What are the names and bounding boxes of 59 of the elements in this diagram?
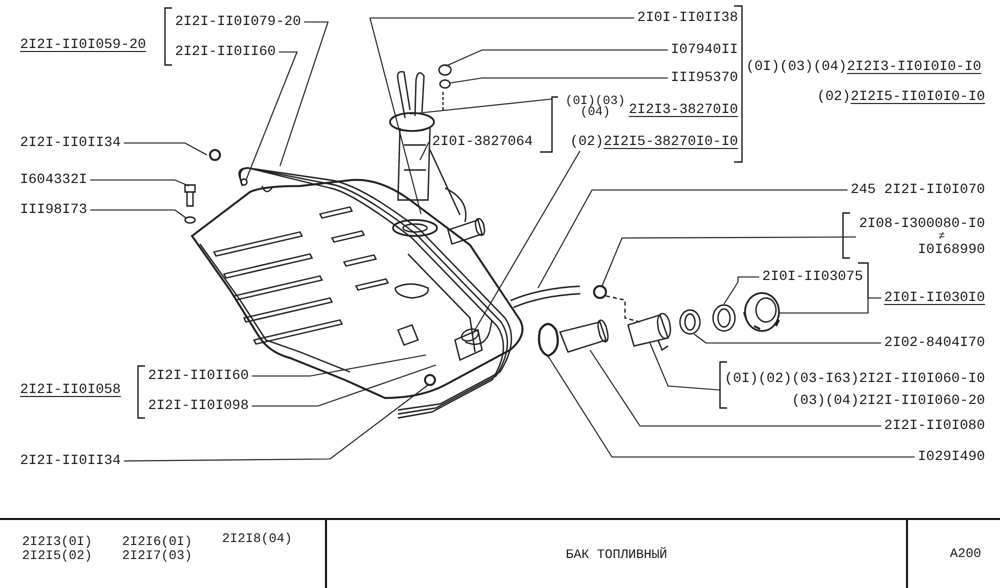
part-number: I07940II: [670, 42, 738, 58]
assembly-number: 2I2I-II0I059-20: [20, 37, 146, 53]
leader-line: [602, 236, 856, 286]
part-number: 2I2I-II0I079-20: [175, 14, 302, 30]
part-number: 2I2I-II0I080: [884, 418, 985, 434]
part-number: 2I0I-II030I0: [884, 290, 985, 306]
part-number: 2I0I-3827064: [432, 134, 533, 150]
part-number: 2I0I-II0II38: [637, 10, 738, 26]
leader-line: [548, 356, 915, 458]
drawing-title: БАК ТОПЛИВНЫЙ: [564, 548, 668, 562]
model-code: 2I2I5(02): [22, 549, 92, 563]
part-number: 2I0I-II03075: [762, 269, 863, 285]
part-number: III98I73: [20, 202, 88, 218]
part-number: 245 2I2I-II0I070: [850, 182, 985, 198]
model-code: 2I2I8(04): [222, 532, 292, 546]
leader-line: [779, 297, 882, 314]
model-code: 2I2I3(0I): [22, 535, 92, 549]
leader-line: [694, 334, 882, 344]
model-code: 2I2I6(0I): [122, 535, 192, 549]
leader-line: [252, 354, 426, 377]
part-number: (02)2I2I5-38270I0-I0: [570, 134, 738, 150]
leader-line: [369, 17, 634, 214]
leader-line: [279, 21, 329, 166]
not-equal-mark: ≠: [938, 232, 946, 242]
assembly-number: (02)2I2I5-II0I0I0-I0: [816, 89, 985, 105]
leader-line: [245, 51, 298, 180]
leader-line: [124, 384, 428, 462]
part-number: 2I2I-II0II60: [175, 44, 276, 60]
leader-line: [410, 98, 552, 115]
part-number: 2I2I-II0II34: [20, 453, 121, 469]
assembly-number: (0I)(03)(04)2I2I3-II0I0I0-I0: [746, 59, 982, 75]
part-number: 2I2I-II0I098: [148, 398, 249, 414]
part-number: I604332I: [20, 172, 88, 188]
model-code: 2I2I7(03): [122, 549, 192, 563]
variant-codes: (0I)(03) (04): [564, 96, 626, 118]
leader-line: [538, 189, 848, 288]
leader-line: [252, 364, 436, 407]
leader-line: [450, 77, 668, 84]
leader-line: [124, 142, 208, 156]
part-number: 2I08-I300080-I0: [858, 216, 985, 232]
leader-line: [472, 150, 580, 336]
part-number: 2I2I-II0II60: [148, 368, 249, 384]
part-number: (03)(04)2I2I-II0I060-20: [790, 392, 985, 411]
leader-line: [590, 350, 882, 427]
assembly-number: 2I2I-II0I058: [20, 382, 121, 398]
part-number: 2I02-8404I70: [884, 335, 985, 351]
leader-line: [446, 49, 668, 66]
sheet-number: A200: [950, 547, 982, 561]
leader-line: [90, 179, 190, 186]
leader-line: [90, 209, 186, 218]
part-number: (0I)(02)(03-I63)2I2I-II0I060-I0: [724, 370, 985, 389]
leader-line: [420, 142, 430, 160]
leader-line: [650, 342, 720, 391]
part-number: 2I2I-II0II34: [20, 135, 121, 151]
part-number: 2I2I3-38270I0: [628, 102, 738, 118]
leader-line: [724, 276, 760, 304]
part-number: III95370: [670, 70, 738, 86]
part-number: I029I490: [918, 449, 985, 465]
part-number: I0I68990: [918, 242, 985, 258]
